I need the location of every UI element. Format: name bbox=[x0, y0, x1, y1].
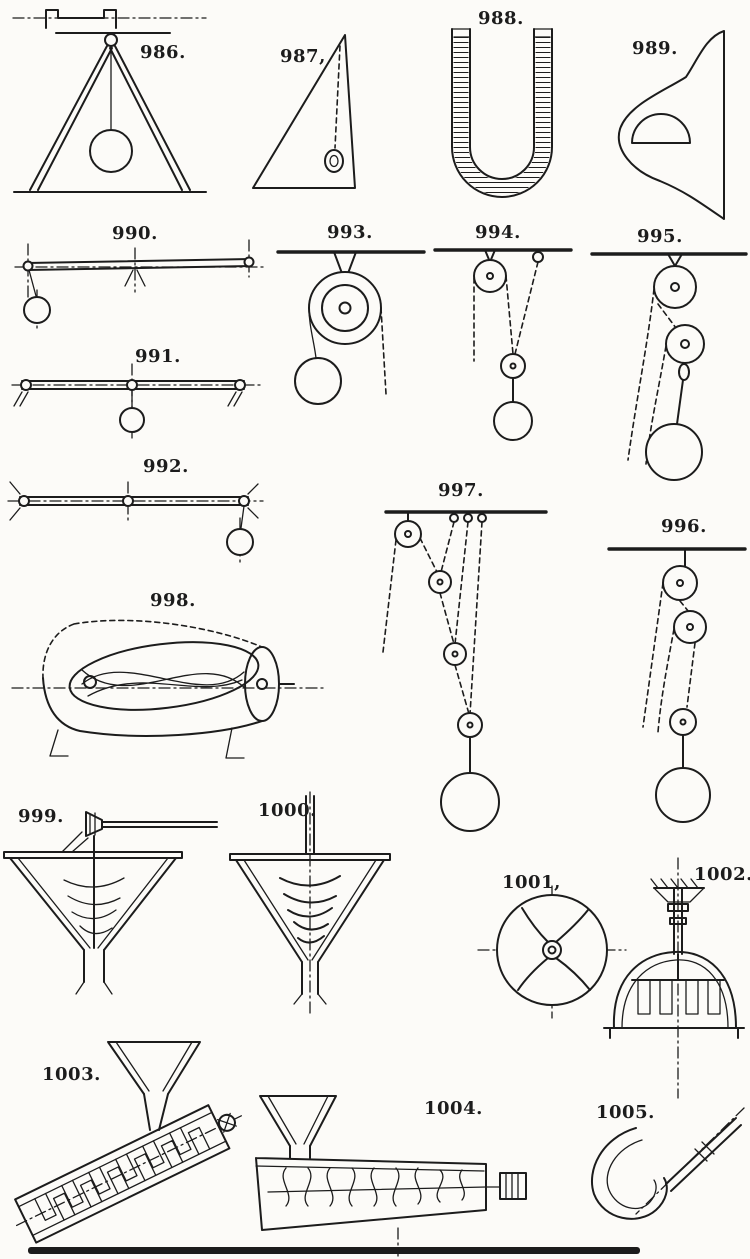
fixed-pulley-drawing bbox=[276, 250, 426, 405]
figure-number-label: 995. bbox=[637, 226, 683, 247]
figure-number-label: 1001, bbox=[502, 872, 561, 893]
figure-number-label: 988. bbox=[478, 8, 524, 29]
figure-1002: 1002. bbox=[598, 857, 750, 1099]
figure-989: 989. bbox=[598, 25, 743, 225]
figure-1004: 1004. bbox=[248, 1088, 543, 1257]
figure-number-label: 998. bbox=[150, 590, 196, 611]
movable-pulley-drawing bbox=[433, 248, 573, 441]
figure-number-label: 1005. bbox=[596, 1102, 655, 1123]
figure-1003: 1003. bbox=[8, 1030, 243, 1255]
figure-number-label: 997. bbox=[438, 480, 484, 501]
u-tube-drawing bbox=[451, 28, 553, 198]
figure-992: 992. bbox=[7, 456, 268, 563]
figure-988: 988. bbox=[450, 8, 555, 200]
figure-990: 990. bbox=[14, 222, 270, 337]
figure-number-label: 990. bbox=[112, 223, 158, 244]
dome-vessel-stirrer-drawing bbox=[603, 857, 745, 1099]
figure-995: 995. bbox=[588, 226, 750, 517]
figure-997: 997. bbox=[378, 480, 553, 847]
figure-996: 996. bbox=[603, 516, 750, 847]
figure-991: 991. bbox=[11, 346, 267, 443]
figure-number-label: 992. bbox=[143, 456, 189, 477]
double-pulley-drawing bbox=[590, 252, 748, 481]
curved-pipe-shaft-drawing bbox=[591, 1107, 745, 1220]
figure-number-label: 993. bbox=[327, 222, 373, 243]
figure-994: 994. bbox=[433, 222, 573, 441]
figure-998: 998. bbox=[11, 588, 327, 778]
beam-balance-drawing bbox=[11, 363, 265, 441]
figure-number-label: 996. bbox=[661, 516, 707, 537]
figure-1001: 1001, bbox=[477, 868, 627, 1019]
figure-number-label: 987, bbox=[280, 46, 326, 67]
figure-number-label: 986. bbox=[140, 42, 186, 63]
paddle-wheel-drawing bbox=[477, 885, 627, 1019]
bracket-cam-drawing bbox=[617, 30, 725, 220]
figure-999: 999. bbox=[2, 798, 222, 1008]
beam-balance-drawing bbox=[7, 481, 264, 563]
figure-number-label: 1002. bbox=[694, 864, 750, 885]
triangle-plumb-drawing bbox=[252, 34, 356, 189]
figure-986: 986. bbox=[8, 2, 213, 202]
figure-number-label: 991. bbox=[135, 346, 181, 367]
page-bottom-scan-bar bbox=[28, 1247, 640, 1254]
beam-balance-drawing bbox=[14, 239, 266, 333]
figure-1000: 1000. bbox=[222, 791, 407, 1015]
figure-number-label: 1004. bbox=[424, 1098, 483, 1119]
figure-987: 987, bbox=[248, 30, 373, 195]
screw-conveyor-drawing bbox=[255, 1095, 527, 1257]
multi-pulley-drawing bbox=[607, 547, 747, 823]
figure-number-label: 994. bbox=[475, 222, 521, 243]
rotary-drum-mixer-drawing bbox=[11, 619, 325, 759]
figure-number-label: 999. bbox=[18, 806, 64, 827]
figure-number-label: 1003. bbox=[42, 1064, 101, 1085]
conical-mixer-spiral-drawing bbox=[229, 791, 391, 1015]
compound-pulley-drawing bbox=[382, 510, 548, 832]
figure-993: 993. bbox=[276, 222, 426, 411]
figure-number-label: 989. bbox=[632, 38, 678, 59]
inclined-trough-conveyor-drawing bbox=[14, 1041, 242, 1244]
a-frame-balance-drawing bbox=[12, 9, 207, 193]
conical-mixer-bevel-drawing bbox=[3, 811, 218, 995]
figure-number-label: 1000. bbox=[258, 800, 317, 821]
figure-1005: 1005. bbox=[578, 1092, 748, 1257]
